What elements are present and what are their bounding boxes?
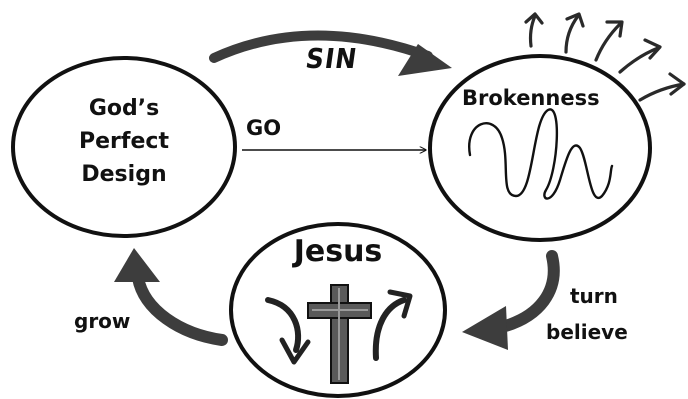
believe-label: believe: [546, 322, 628, 342]
design-label-line: Design: [36, 158, 212, 191]
curved-arrow-up-icon: [376, 292, 410, 358]
jesus-label: Jesus: [288, 237, 388, 267]
go-label: GO: [246, 118, 281, 139]
design-label-line: God’s: [36, 92, 212, 125]
scribble-icon: [469, 109, 612, 198]
brokenness-circle: [430, 56, 650, 240]
turn-label: turn: [570, 286, 618, 306]
grow-label: grow: [74, 311, 130, 331]
turn-believe-arrow: [462, 256, 554, 350]
design-label-line: Perfect: [36, 125, 212, 158]
cross-icon: [308, 285, 371, 383]
sin-label: SIN: [304, 45, 359, 73]
curved-arrow-down-icon: [268, 300, 308, 362]
brokenness-label: Brokenness: [462, 88, 600, 109]
